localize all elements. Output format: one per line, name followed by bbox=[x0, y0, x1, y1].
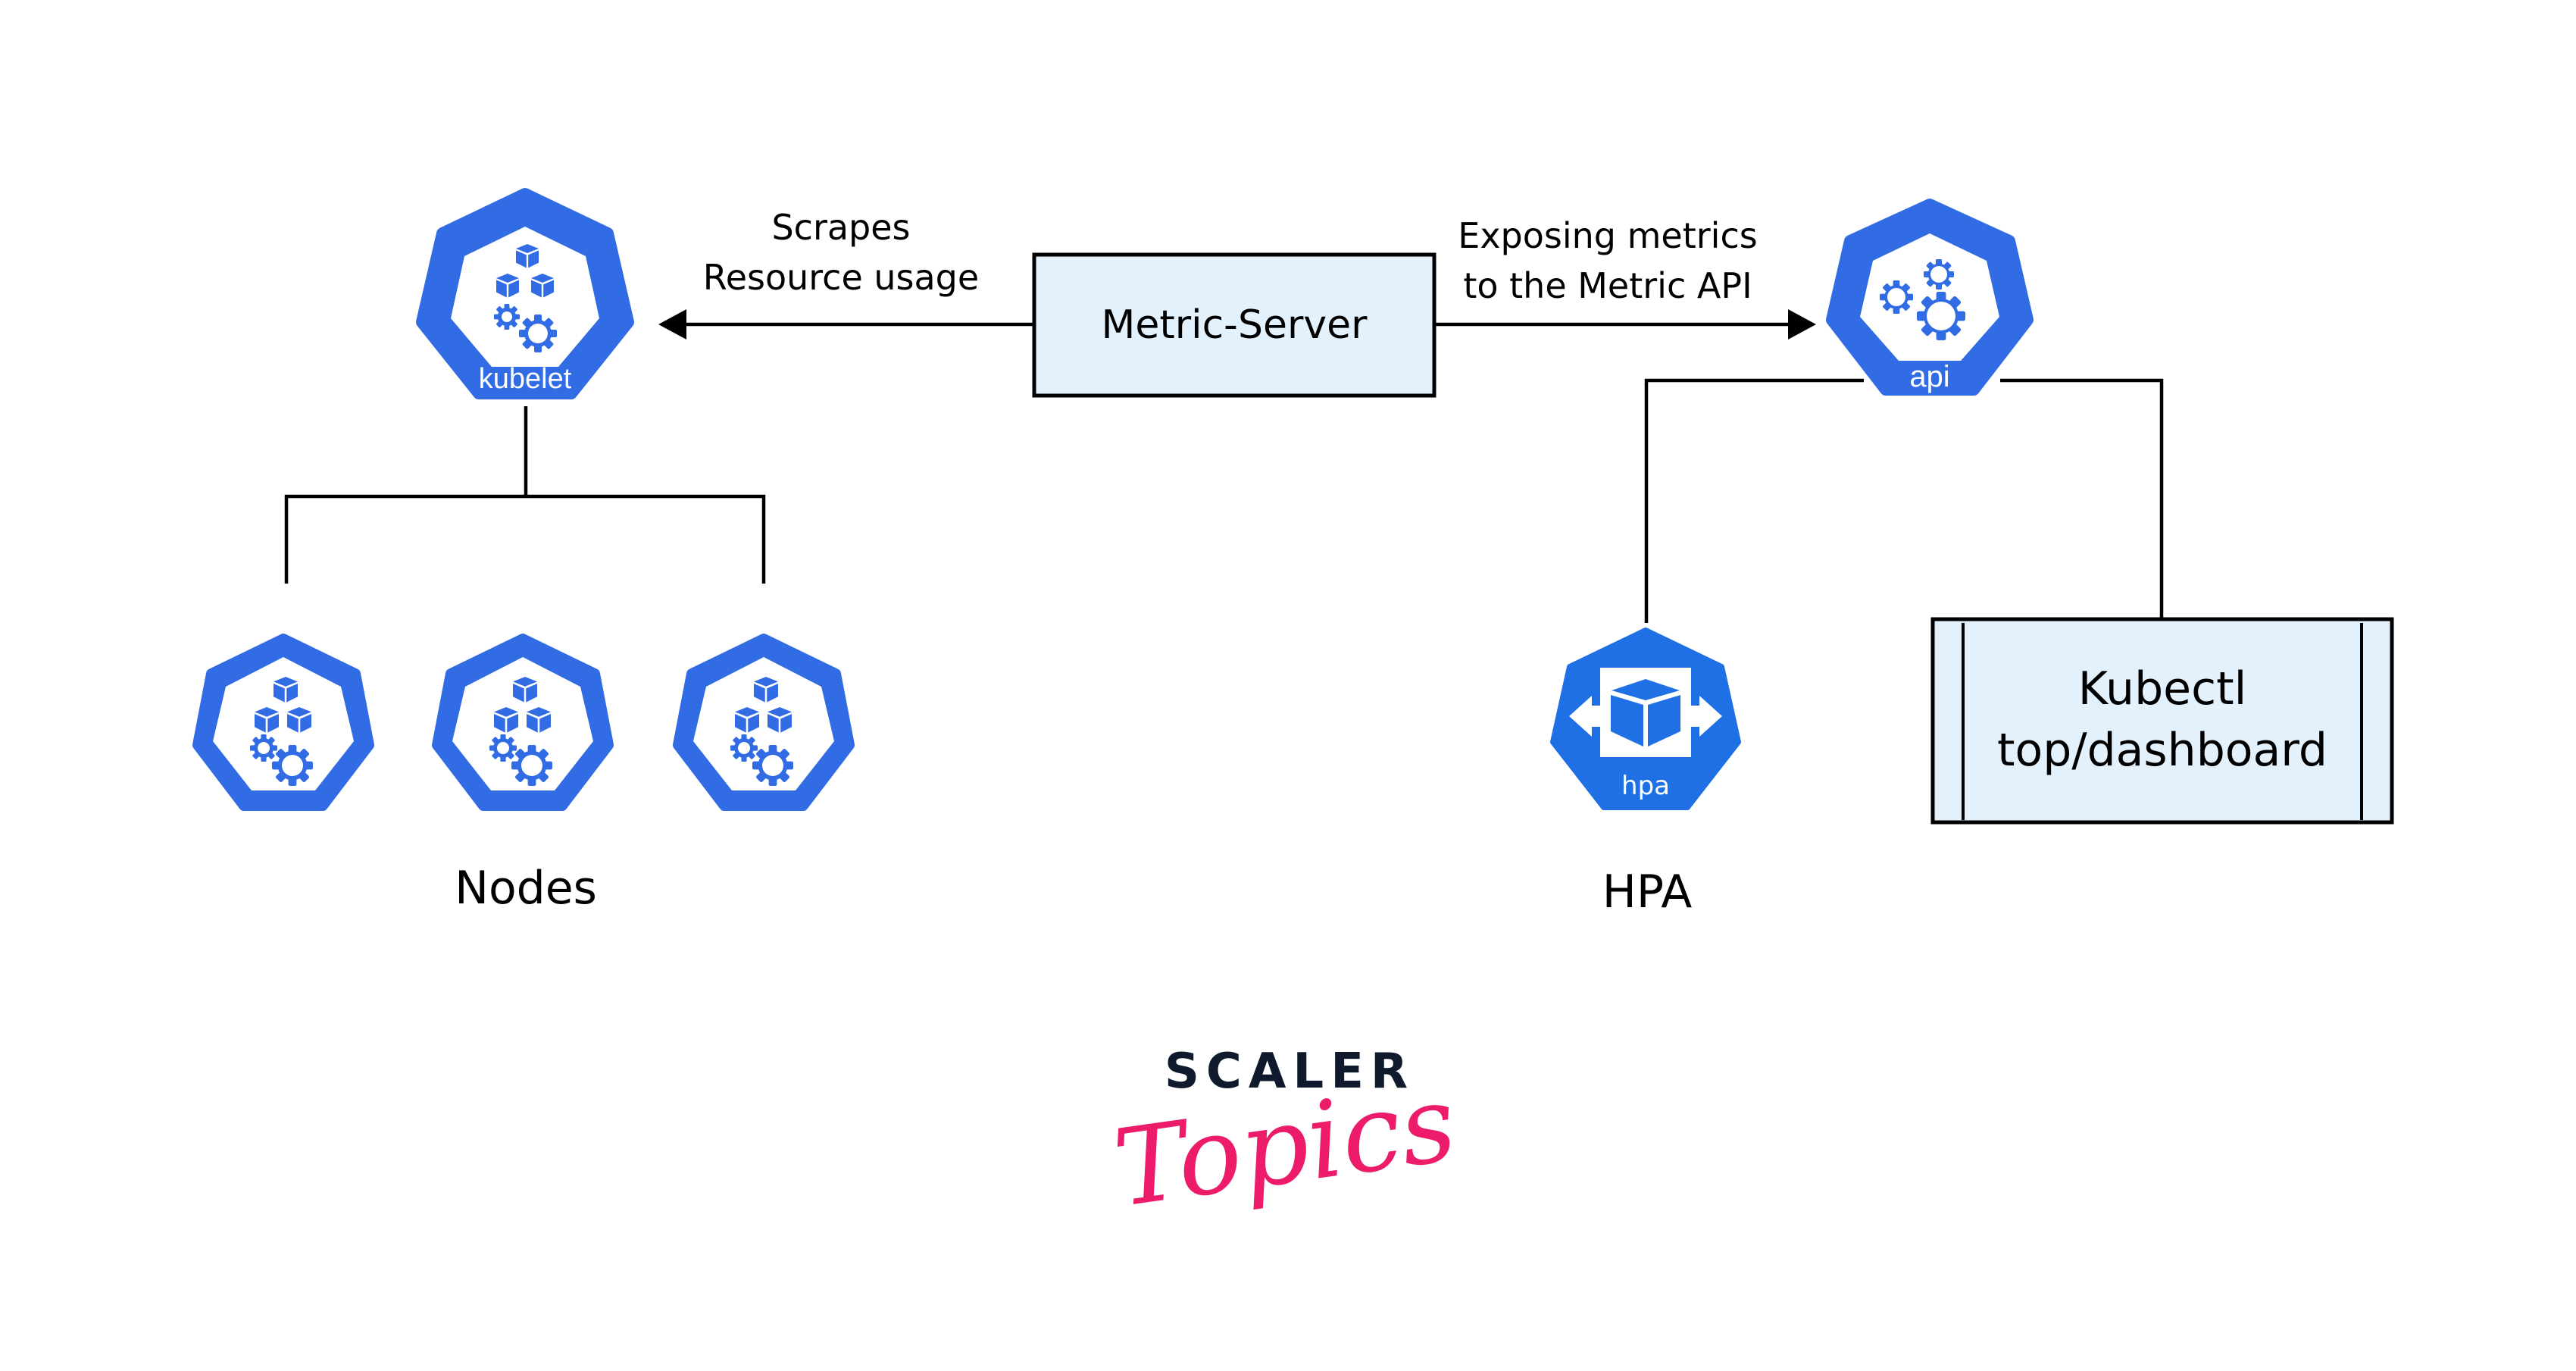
hpa-label: HPA bbox=[1602, 865, 1693, 919]
scrape-label-line1: Scrapes bbox=[771, 207, 910, 248]
logo-scaler-text: SCALER bbox=[1165, 1044, 1415, 1100]
kubelet-icon[interactable]: kubelet bbox=[416, 188, 634, 399]
arrowhead-right-icon bbox=[1788, 309, 1816, 340]
logo-topics-text: Topics bbox=[1107, 1062, 1463, 1232]
api-to-hpa-connector bbox=[1644, 378, 1864, 623]
scale-right-arrow-icon bbox=[1691, 696, 1722, 737]
scrape-label-line2: Resource usage bbox=[703, 257, 979, 298]
pod-cube-icon bbox=[1611, 679, 1680, 747]
kubelet-to-nodes-connector bbox=[284, 406, 766, 584]
arrowhead-left-icon bbox=[658, 309, 686, 340]
node-icon[interactable] bbox=[432, 634, 614, 811]
hpa-icon-label: hpa bbox=[1621, 771, 1670, 801]
expose-label-line2: to the Metric API bbox=[1463, 265, 1752, 306]
node-icon[interactable] bbox=[192, 634, 374, 811]
scrape-arrow bbox=[658, 309, 1034, 340]
kubectl-label-line2: top/dashboard bbox=[1997, 724, 2327, 777]
metric-server-label: Metric-Server bbox=[1102, 302, 1368, 348]
scaler-topics-logo: SCALER Topics bbox=[1107, 1044, 1463, 1232]
api-icon-label: api bbox=[1909, 360, 1949, 393]
expose-label-line1: Exposing metrics bbox=[1458, 215, 1757, 256]
hpa-icon[interactable]: hpa bbox=[1550, 628, 1741, 810]
kubelet-icon-label: kubelet bbox=[479, 363, 572, 395]
nodes-label: Nodes bbox=[455, 862, 597, 915]
kubectl-label-line1: Kubectl bbox=[2078, 662, 2247, 715]
api-server-icon[interactable]: api bbox=[1826, 199, 2034, 396]
node-icon[interactable] bbox=[673, 634, 855, 811]
api-to-kubectl-connector bbox=[2000, 378, 2164, 619]
expose-arrow bbox=[1434, 309, 1816, 340]
metric-server-box[interactable]: Metric-Server bbox=[1032, 252, 1436, 398]
kubectl-box[interactable]: Kubectl top/dashboard bbox=[1930, 617, 2394, 825]
scale-left-arrow-icon bbox=[1569, 696, 1600, 737]
